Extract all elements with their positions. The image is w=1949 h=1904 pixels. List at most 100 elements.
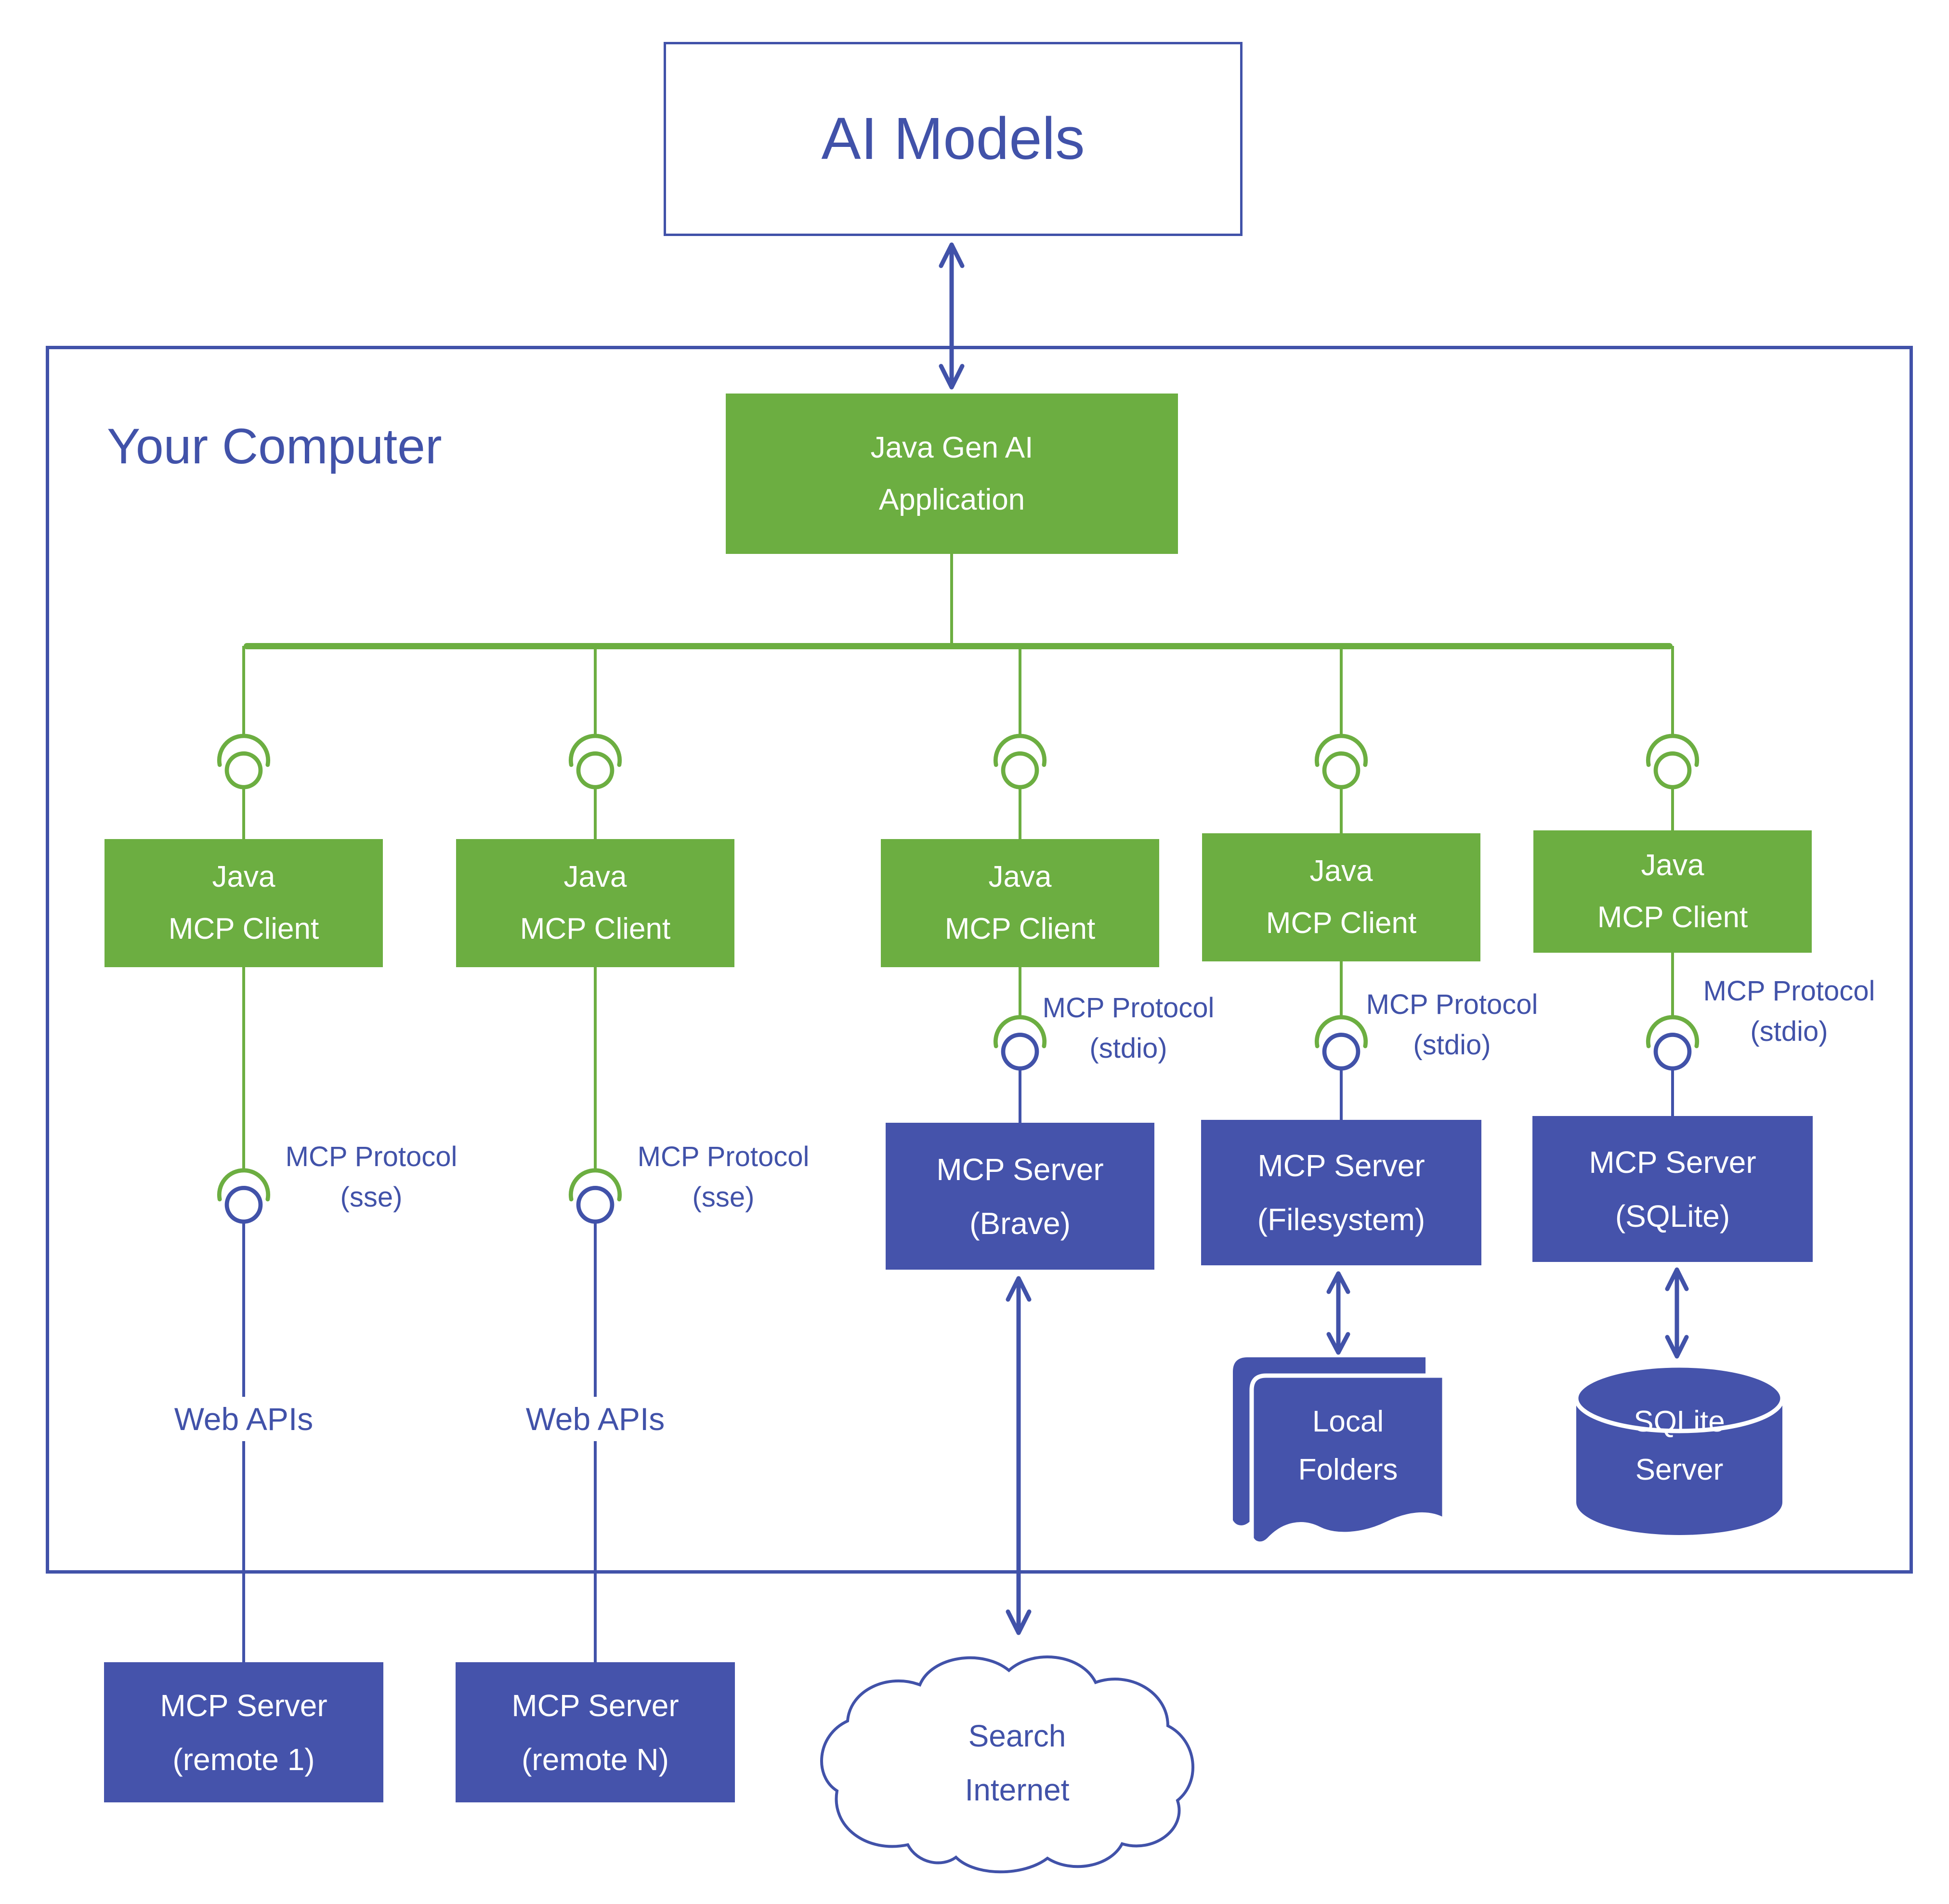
- search-internet-label: Search Internet: [929, 1709, 1105, 1817]
- client3-label-line1: Java: [988, 860, 1052, 893]
- protocol1-line1: MCP Protocol: [285, 1141, 458, 1172]
- remoteN-label-line2: (remote N): [522, 1742, 669, 1777]
- sqlite-server-line1: SQLite: [1634, 1405, 1725, 1438]
- connector-socket-client3: [1019, 786, 1021, 839]
- client5-label-line1: Java: [1641, 849, 1704, 882]
- protocol4-line2: (stdio): [1413, 1029, 1491, 1061]
- filesystem-label-line2: (Filesystem): [1257, 1202, 1426, 1237]
- protocol-label-4: MCP Protocol (stdio): [1356, 985, 1548, 1065]
- connector-socket-filesystem: [1340, 1068, 1343, 1121]
- sqlite-label-line2: (SQLite): [1615, 1198, 1730, 1234]
- sqlite-server-label: SQLite Server: [1597, 1398, 1761, 1494]
- client-bus-line: [244, 643, 1673, 649]
- search-internet-line2: Internet: [965, 1773, 1070, 1807]
- app-label-line2: Application: [878, 483, 1025, 516]
- web-apis-label-1: Web APIs: [162, 1397, 325, 1441]
- java-mcp-client-box-4: Java MCP Client: [1202, 833, 1480, 961]
- socket-icon-stdio-3: [993, 1015, 1047, 1071]
- sqlite-label-line1: MCP Server: [1589, 1144, 1756, 1180]
- ai-models-box: AI Models: [664, 42, 1243, 236]
- connector-socket-client4: [1340, 786, 1343, 833]
- socket-icon-top-1: [217, 734, 271, 789]
- connector-bus-col5: [1671, 646, 1674, 737]
- protocol-label-1: MCP Protocol (sse): [275, 1137, 468, 1218]
- java-mcp-client-box-1: Java MCP Client: [105, 839, 383, 967]
- connector-client4-socket: [1340, 961, 1343, 1019]
- connector-client3-socket: [1019, 967, 1021, 1019]
- socket-icon-stdio-5: [1646, 1015, 1700, 1071]
- folder-icon: [1233, 1357, 1447, 1546]
- protocol2-line2: (sse): [692, 1182, 755, 1213]
- mcp-server-filesystem-box: MCP Server (Filesystem): [1201, 1120, 1481, 1265]
- protocol2-line1: MCP Protocol: [637, 1141, 810, 1172]
- web-apis-label-2: Web APIs: [514, 1397, 677, 1441]
- client3-label-line2: MCP Client: [944, 912, 1096, 945]
- client2-label-line1: Java: [563, 860, 627, 893]
- brave-label-line2: (Brave): [969, 1206, 1071, 1241]
- socket-icon-sse-1: [217, 1168, 271, 1224]
- connector-socket-brave: [1019, 1068, 1021, 1124]
- ai-models-label: AI Models: [821, 106, 1085, 172]
- mcp-server-brave-box: MCP Server (Brave): [886, 1123, 1154, 1270]
- socket-icon-top-3: [993, 734, 1047, 789]
- remoteN-label-line1: MCP Server: [511, 1688, 679, 1723]
- protocol-label-5: MCP Protocol (stdio): [1693, 971, 1885, 1052]
- connector-bus-col2: [594, 646, 597, 737]
- java-mcp-client-box-5: Java MCP Client: [1533, 830, 1812, 953]
- mcp-server-remote1-box: MCP Server (remote 1): [104, 1662, 383, 1802]
- remote1-label-line2: (remote 1): [172, 1742, 315, 1777]
- socket-icon-sse-2: [568, 1168, 622, 1224]
- socket-icon-top-5: [1646, 734, 1700, 789]
- app-label-line1: Java Gen AI: [870, 431, 1033, 464]
- arrow-brave-cloud: [1006, 1276, 1032, 1635]
- connector-socket-remoteN: [594, 1221, 597, 1663]
- protocol3-line1: MCP Protocol: [1042, 992, 1215, 1024]
- protocol-label-2: MCP Protocol (sse): [627, 1137, 820, 1218]
- client5-label-line2: MCP Client: [1597, 901, 1748, 934]
- arrow-filesystem-folders: [1326, 1271, 1350, 1355]
- remote1-label-line1: MCP Server: [160, 1688, 327, 1723]
- sqlite-server-line2: Server: [1635, 1453, 1724, 1486]
- connector-bus-col3: [1019, 646, 1021, 737]
- connector-app-to-bus: [950, 554, 953, 649]
- socket-icon-stdio-4: [1314, 1015, 1368, 1071]
- database-icon: [1574, 1363, 1785, 1535]
- protocol4-line1: MCP Protocol: [1366, 989, 1538, 1020]
- protocol5-line1: MCP Protocol: [1703, 975, 1875, 1007]
- local-folders-line2: Folders: [1298, 1453, 1398, 1486]
- java-gen-ai-application-box: Java Gen AI Application: [726, 394, 1178, 554]
- protocol3-line2: (stdio): [1089, 1033, 1167, 1064]
- local-folders-label: Local Folders: [1269, 1398, 1427, 1494]
- connector-socket-sqlite: [1671, 1068, 1674, 1117]
- local-folders-line1: Local: [1312, 1405, 1384, 1438]
- socket-icon-top-2: [568, 734, 622, 789]
- connector-bus-col4: [1340, 646, 1343, 737]
- mcp-server-sqlite-box: MCP Server (SQLite): [1532, 1116, 1813, 1262]
- connector-socket-remote1: [242, 1221, 245, 1663]
- client4-label-line1: Java: [1309, 854, 1373, 888]
- cloud-icon: [820, 1655, 1194, 1874]
- java-mcp-client-box-2: Java MCP Client: [456, 839, 734, 967]
- java-mcp-client-box-3: Java MCP Client: [881, 839, 1159, 967]
- arrow-sqlite-db: [1665, 1267, 1689, 1359]
- connector-client1-socket: [242, 967, 245, 1172]
- your-computer-container: [46, 346, 1913, 1574]
- client2-label-line2: MCP Client: [520, 912, 671, 945]
- connector-bus-col1: [242, 646, 245, 737]
- connector-client2-socket: [594, 967, 597, 1172]
- search-internet-line1: Search: [968, 1719, 1066, 1753]
- your-computer-label: Your Computer: [107, 419, 442, 474]
- mcp-server-remoteN-box: MCP Server (remote N): [456, 1662, 735, 1802]
- brave-label-line1: MCP Server: [936, 1152, 1104, 1187]
- protocol-label-3: MCP Protocol (stdio): [1032, 988, 1225, 1069]
- connector-client5-socket: [1671, 953, 1674, 1019]
- arrow-ai-app: [939, 242, 965, 390]
- filesystem-label-line1: MCP Server: [1257, 1148, 1425, 1183]
- connector-socket-client2: [594, 786, 597, 839]
- protocol5-line2: (stdio): [1750, 1016, 1828, 1047]
- connector-socket-client5: [1671, 786, 1674, 830]
- client4-label-line2: MCP Client: [1266, 906, 1417, 940]
- protocol1-line2: (sse): [340, 1182, 403, 1213]
- client1-label-line1: Java: [212, 860, 275, 893]
